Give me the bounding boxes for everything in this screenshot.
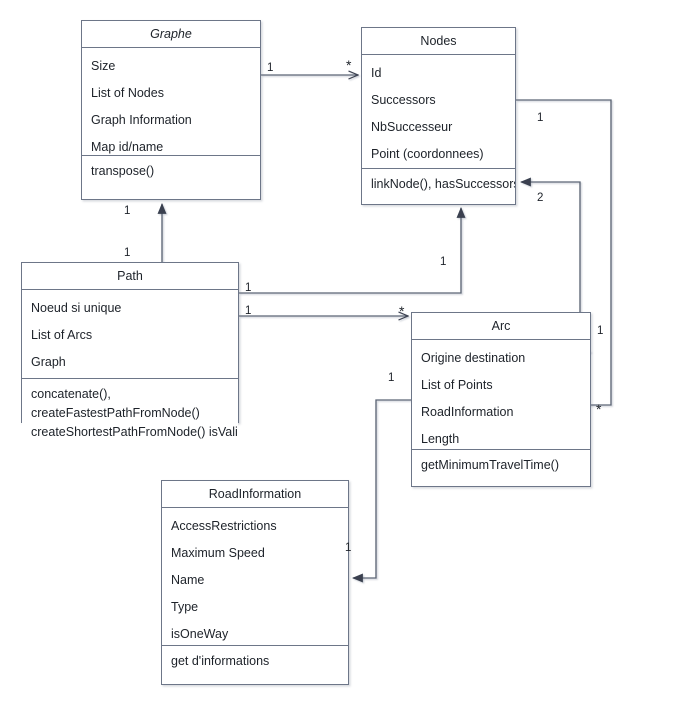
- attribute-row: AccessRestrictions: [171, 519, 277, 533]
- operation-row: getMinimumTravelTime(): [421, 458, 559, 472]
- attribute-row: Successors: [371, 93, 436, 107]
- operation-row: linkNode(), hasSuccessors: [371, 177, 515, 191]
- class-box-path[interactable]: Path Noeud si unique List of Arcs Graph …: [21, 262, 239, 446]
- attribute-row: Graph: [31, 355, 66, 369]
- class-operations-graphe: transpose(): [82, 156, 260, 185]
- operation-row: concatenate(),: [31, 387, 111, 401]
- attribute-row: Type: [171, 600, 199, 614]
- class-box-roadinformation[interactable]: RoadInformation AccessRestrictions Maxim…: [161, 480, 349, 685]
- multiplicity-label-path-right-1: 1: [245, 282, 252, 294]
- class-title-roadinformation: RoadInformation: [162, 481, 348, 508]
- attribute-row: Name: [171, 573, 205, 587]
- operation-row: createShortestPathFromNode() isValid(): [31, 425, 238, 439]
- class-operations-nodes: linkNode(), hasSuccessors: [362, 169, 515, 198]
- operation-row: transpose(): [91, 164, 155, 178]
- attribute-row: RoadInformation: [421, 405, 514, 419]
- attribute-row: Maximum Speed: [171, 546, 265, 560]
- multiplicity-label-arc-left-top: *: [399, 303, 405, 319]
- class-operations-path: concatenate(), createFastestPathFromNode…: [22, 379, 238, 446]
- edge-arc-to-roadinformation: [353, 399, 411, 578]
- attribute-row: isOneWay: [171, 627, 229, 641]
- class-operations-roadinformation: get d'informations: [162, 646, 348, 675]
- multiplicity-label-graphe-right: 1: [267, 62, 274, 74]
- attribute-row: List of Nodes: [91, 86, 164, 100]
- class-attributes-path: Noeud si unique List of Arcs Graph: [22, 290, 238, 379]
- class-attributes-arc: Origine destination List of Points RoadI…: [412, 340, 590, 450]
- attribute-row: List of Arcs: [31, 328, 93, 342]
- multiplicity-label-arc-right-1: 1: [597, 325, 604, 337]
- class-box-nodes[interactable]: Nodes Id Successors NbSuccesseur Point (…: [361, 27, 516, 205]
- class-attributes-nodes: Id Successors NbSuccesseur Point (coordo…: [362, 55, 515, 169]
- attribute-row: Graph Information: [91, 113, 192, 127]
- class-attributes-graphe: Size List of Nodes Graph Information Map…: [82, 48, 260, 156]
- attribute-row: List of Points: [421, 378, 493, 392]
- attribute-row: Map id/name: [91, 140, 164, 154]
- multiplicity-label-path-top: 1: [124, 247, 131, 259]
- multiplicity-label-path-right-2: 1: [245, 305, 252, 317]
- attribute-row: Length: [421, 432, 460, 446]
- multiplicity-label-road-right: 1: [345, 542, 352, 554]
- class-operations-arc: getMinimumTravelTime(): [412, 450, 590, 479]
- multiplicity-label-nodes-bottom: 1: [440, 256, 447, 268]
- class-title-arc: Arc: [412, 313, 590, 340]
- attribute-row: Origine destination: [421, 351, 526, 365]
- multiplicity-label-graphe-bottom: 1: [124, 205, 131, 217]
- attribute-row: Noeud si unique: [31, 301, 122, 315]
- class-title-path: Path: [22, 263, 238, 290]
- multiplicity-label-nodes-right-1: 1: [537, 112, 544, 124]
- edge-path-to-nodes: [239, 208, 461, 294]
- attribute-row: Point (coordonnees): [371, 147, 484, 161]
- multiplicity-label-arc-left-road: 1: [388, 372, 395, 384]
- multiplicity-label-arc-right-2: *: [596, 401, 602, 417]
- multiplicity-label-nodes-right-2: 2: [537, 192, 544, 204]
- class-title-nodes: Nodes: [362, 28, 515, 55]
- class-box-arc[interactable]: Arc Origine destination List of Points R…: [411, 312, 591, 487]
- class-box-graphe[interactable]: Graphe Size List of Nodes Graph Informat…: [81, 20, 261, 200]
- operation-row: createFastestPathFromNode(): [31, 406, 200, 420]
- class-title-graphe: Graphe: [82, 21, 260, 48]
- class-attributes-roadinformation: AccessRestrictions Maximum Speed Name Ty…: [162, 508, 348, 646]
- multiplicity-label-nodes-left: *: [346, 57, 352, 73]
- attribute-row: NbSuccesseur: [371, 120, 453, 134]
- attribute-row: Size: [91, 59, 116, 73]
- attribute-row: Id: [371, 66, 382, 80]
- operation-row: get d'informations: [171, 654, 270, 668]
